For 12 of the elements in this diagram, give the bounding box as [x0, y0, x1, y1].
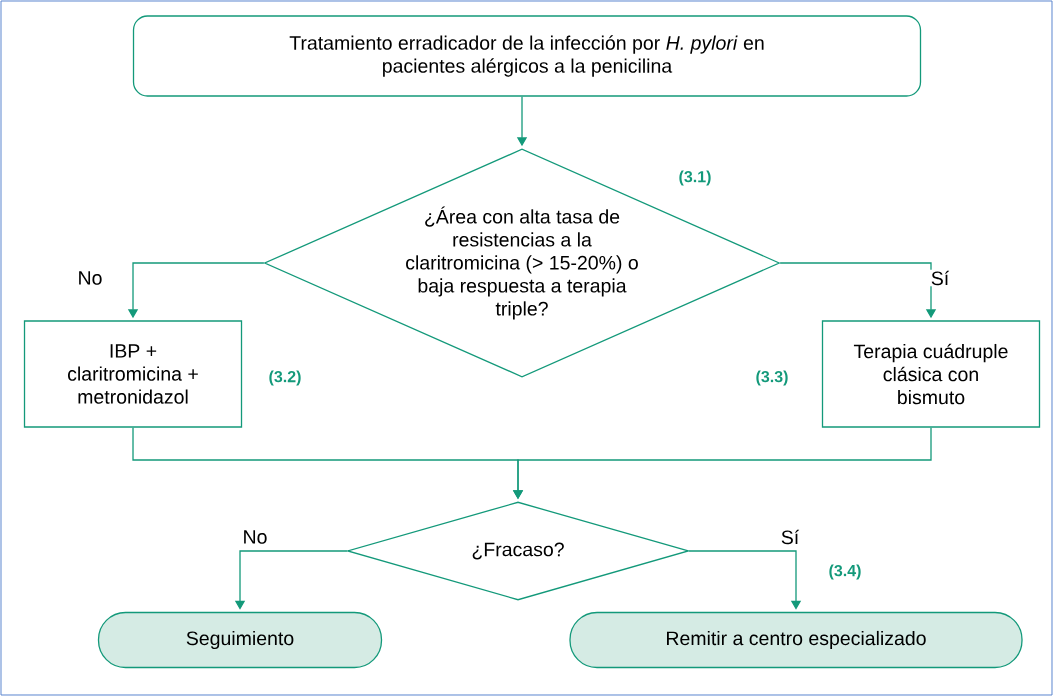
outcome-box: Seguimiento	[97, 611, 383, 669]
outcome-box: Remitir a centro especializado	[569, 611, 1023, 669]
arrow	[688, 550, 802, 610]
step-number: (3.4)	[829, 564, 861, 580]
edge-label: No	[241, 529, 269, 545]
step-number: (3.1)	[679, 170, 711, 186]
edge-label: Sí	[929, 269, 951, 287]
treatment-box: Terapia cuádruple clásica con bismuto	[821, 320, 1041, 428]
start-box: Tratamiento erradicador de la infección por H. pylori en pacientes alérgicos a la penicilina	[132, 15, 922, 97]
treatment-box: IBP + claritromicina + metronidazol	[23, 320, 243, 428]
edge-label: No	[76, 270, 104, 286]
edge-label: Sí	[779, 528, 801, 546]
